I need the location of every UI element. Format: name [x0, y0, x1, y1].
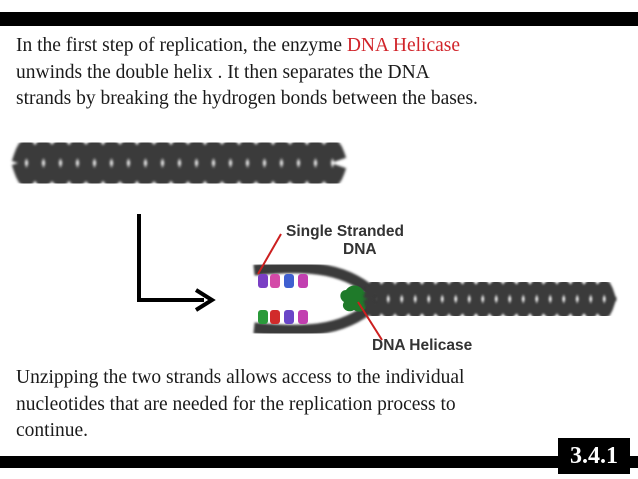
intro-paragraph: In the first step of replication, the en…: [16, 33, 626, 113]
unzipped-dna-diagram: [253, 262, 617, 336]
double-helix-image: [11, 138, 347, 188]
base-pair-icons-top: [258, 274, 308, 288]
helix-strand: [11, 138, 347, 188]
bottom-divider-bar: [0, 456, 638, 468]
single-stranded-dna-label: Single Stranded DNA: [286, 223, 404, 259]
intro-text-start: In the first step of replication, the en…: [16, 35, 347, 56]
top-divider-bar: [0, 12, 638, 26]
helix-strand: [363, 278, 617, 320]
helicase-enzyme-icon: [340, 285, 370, 312]
base-pair-icons-bottom: [258, 310, 308, 324]
single-stranded-label-line1: Single Stranded: [286, 223, 404, 240]
intro-text-end: unwinds the double helix . It then separ…: [16, 61, 478, 109]
single-stranded-label-line2: DNA: [343, 241, 377, 258]
highlight-dna-helicase: DNA Helicase: [346, 35, 461, 56]
conclusion-paragraph: Unzipping the two strands allows access …: [16, 367, 465, 441]
dna-helicase-label: DNA Helicase: [372, 337, 473, 354]
process-arrow-icon: [137, 214, 216, 312]
slide-number-badge: 3.4.1: [558, 438, 630, 474]
